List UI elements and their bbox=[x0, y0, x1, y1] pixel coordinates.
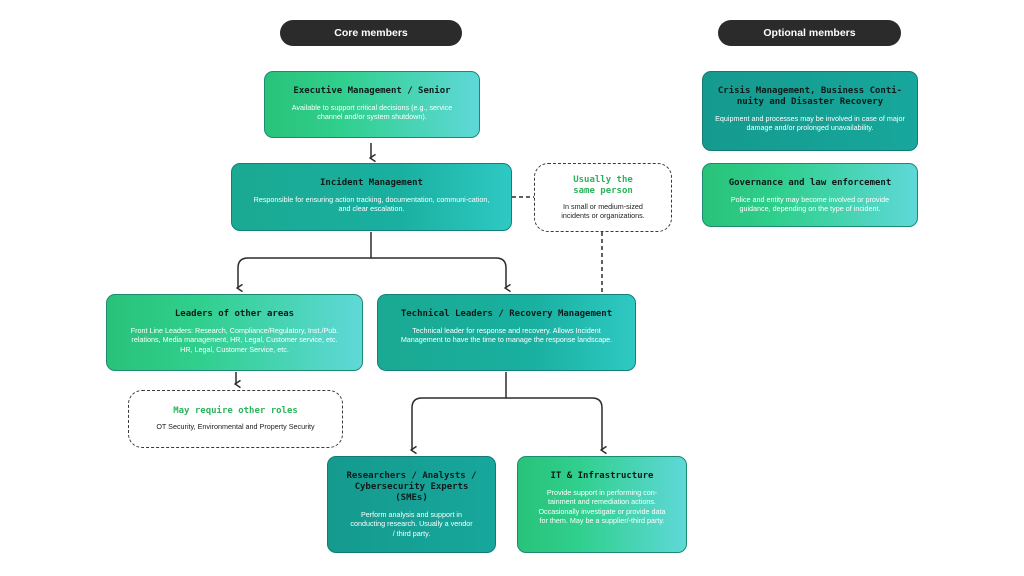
governance-desc: Police and entity may become involved or… bbox=[730, 195, 890, 214]
researchers-box: Researchers / Analysts / Cybersecurity E… bbox=[327, 456, 496, 553]
governance-title: Governance and law enforcement bbox=[728, 178, 892, 188]
arrow-technical-split bbox=[409, 372, 507, 455]
arrow-incident-split-right bbox=[371, 257, 511, 293]
arrow-incident-split bbox=[235, 232, 372, 293]
governance-box: Governance and law enforcement Police an… bbox=[702, 163, 918, 227]
crisis-desc: Equipment and processes may be involved … bbox=[715, 114, 905, 133]
crisis-management-box: Crisis Management, Business Conti-nuity … bbox=[702, 71, 918, 151]
researchers-desc: Perform analysis and support in conducti… bbox=[350, 510, 473, 538]
other-roles-note: May require other roles OT Security, Env… bbox=[128, 390, 343, 448]
arrow-technical-split-right bbox=[506, 397, 607, 455]
researchers-title: Researchers / Analysts / Cybersecurity E… bbox=[346, 471, 477, 503]
it-title: IT & Infrastructure bbox=[550, 471, 654, 481]
core-members-header: Core members bbox=[280, 20, 462, 46]
it-infrastructure-box: IT & Infrastructure Provide support in p… bbox=[517, 456, 687, 553]
leaders-title: Leaders of other areas bbox=[174, 309, 295, 319]
optional-members-header: Optional members bbox=[718, 20, 901, 46]
executive-management-box: Executive Management / Senior Available … bbox=[264, 71, 480, 138]
technical-desc: Technical leader for response and recove… bbox=[400, 326, 613, 345]
it-desc: Provide support in performing con-tainme… bbox=[538, 488, 666, 526]
leaders-desc: Front Line Leaders: Research, Compliance… bbox=[130, 326, 339, 354]
crisis-title: Crisis Management, Business Conti-nuity … bbox=[717, 86, 903, 107]
other-roles-desc: OT Security, Environmental and Property … bbox=[156, 422, 315, 432]
technical-leaders-box: Technical Leaders / Recovery Management … bbox=[377, 294, 636, 371]
same-person-title: Usually the same person bbox=[573, 174, 633, 196]
executive-desc: Available to support critical decisions … bbox=[291, 103, 453, 122]
same-person-note: Usually the same person In small or medi… bbox=[534, 163, 672, 232]
other-roles-title: May require other roles bbox=[173, 406, 298, 417]
executive-title: Executive Management / Senior bbox=[293, 86, 451, 96]
same-person-desc: In small or medium-sized incidents or or… bbox=[561, 201, 645, 220]
leaders-box: Leaders of other areas Front Line Leader… bbox=[106, 294, 363, 371]
technical-title: Technical Leaders / Recovery Management bbox=[400, 309, 613, 319]
incident-title: Incident Management bbox=[320, 178, 423, 188]
incident-desc: Responsible for ensuring action tracking… bbox=[253, 195, 490, 214]
incident-management-box: Incident Management Responsible for ensu… bbox=[231, 163, 512, 231]
